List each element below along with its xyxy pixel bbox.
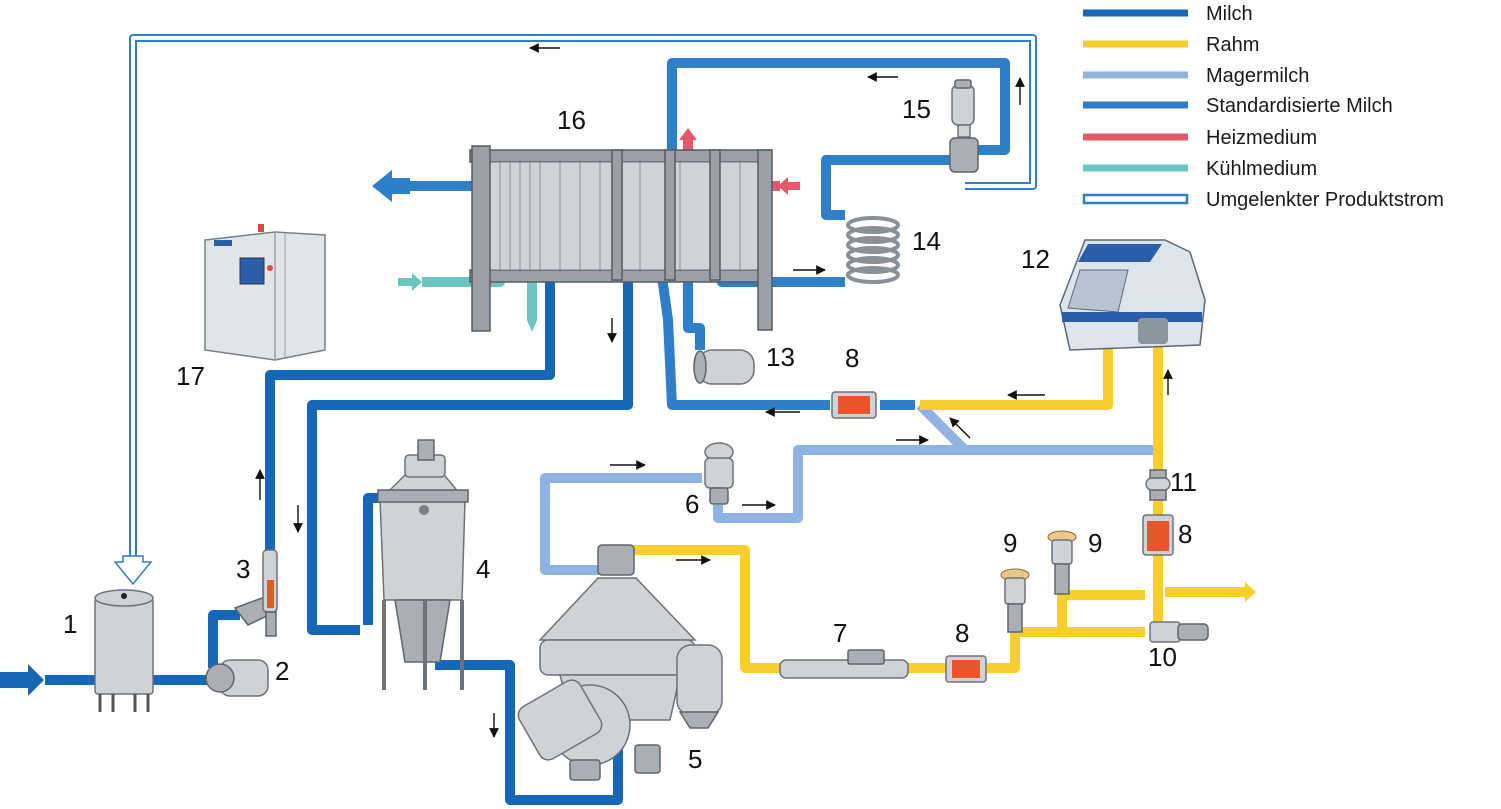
centrifugal-separator (517, 544, 723, 781)
cream-separator-out-pipe (630, 545, 780, 673)
legend-label-standardized: Standardisierte Milch (1206, 95, 1393, 117)
std-milk-outlet-arrow (372, 170, 410, 202)
label-8-std: 8 (845, 343, 859, 373)
dir-arrow (949, 417, 971, 439)
label-17: 17 (176, 361, 205, 391)
label-16: 16 (557, 105, 586, 135)
skim-to-mixing-pipe (916, 401, 969, 454)
diverted-arrow-head (113, 555, 153, 586)
label-9a: 9 (1003, 528, 1017, 558)
holding-tube-coil (846, 216, 900, 284)
control-panel (204, 224, 326, 361)
label-4: 4 (476, 554, 490, 584)
regulating-valve-9a (1000, 568, 1030, 633)
cooling-inlet-arrow (398, 273, 422, 291)
label-15: 15 (902, 94, 931, 124)
legend-label-cooling: Kühlmedium (1206, 158, 1317, 180)
heating-outlet-arrow (679, 128, 697, 140)
label-2: 2 (275, 656, 289, 686)
deaerator-side-pipe (363, 493, 382, 625)
heating-inlet-arrow (778, 177, 800, 195)
legend-label-diverted: Umgelenkter Produktstrom (1206, 189, 1444, 211)
legend-swatch-diverted (1082, 193, 1189, 205)
label-12: 12 (1021, 244, 1050, 274)
flowmeter-8-cream (945, 655, 987, 683)
phe-to-tank13-pipe (683, 280, 705, 350)
milk-to-phe-pipe (265, 255, 555, 600)
regulating-valve-9b (1047, 530, 1077, 595)
flowmeter-8-right (1142, 514, 1174, 556)
flow-controller (233, 549, 278, 637)
cream-outlet-arrow (1240, 582, 1256, 602)
skim-separator-to-valve6-pipe (540, 473, 702, 575)
milk-inlet-arrow (0, 664, 44, 696)
label-6: 6 (685, 489, 699, 519)
holding-to-valve15-pipe (821, 155, 950, 220)
check-valve (1145, 469, 1171, 501)
label-14: 14 (912, 226, 941, 256)
vacuum-deaerator (377, 439, 469, 690)
plate-heat-exchanger (469, 145, 773, 332)
label-11: 11 (1170, 467, 1197, 497)
cream-valve9b-pipe (1057, 590, 1145, 632)
label-8-right: 8 (1178, 519, 1192, 549)
cooling-outlet-arrow (527, 320, 537, 332)
label-10: 10 (1148, 642, 1177, 672)
cream-analyzer-return-pipe (920, 330, 1113, 410)
flowmeter-8-std (831, 391, 877, 419)
milk-deaerator-to-separator-pipe (435, 660, 623, 805)
valve15-return-pipe (667, 58, 1010, 186)
milk-phe-to-deaerator-pipe (307, 270, 633, 635)
equipment-labels: 1 2 3 4 5 6 7 8 8 8 9 9 10 11 12 13 14 1… (63, 94, 1197, 774)
shut-off-valve (1149, 621, 1209, 643)
label-3: 3 (236, 554, 250, 584)
cream-after-flowmeter-pipe (985, 627, 1145, 673)
legend-label-milk: Milch (1206, 3, 1253, 25)
constant-pressure-valve (704, 442, 734, 505)
legend-label-cream: Rahm (1206, 34, 1259, 56)
legend: Milch Rahm Magermilch Standardisierte Mi… (1082, 3, 1444, 211)
label-5: 5 (688, 744, 702, 774)
skim-valve6-out-pipe (713, 445, 1155, 523)
legend-label-heating: Heizmedium (1206, 127, 1317, 149)
flow-diversion-valve (949, 79, 979, 173)
flow-arrows (0, 43, 1256, 738)
legend-label-skim: Magermilch (1206, 65, 1309, 87)
label-1: 1 (63, 609, 77, 639)
balance-tank (94, 589, 154, 712)
inline-analyzer (1059, 239, 1206, 351)
centrifugal-pump (205, 659, 269, 697)
label-7: 7 (833, 618, 847, 648)
label-8-cream: 8 (955, 618, 969, 648)
diverted-flow-pipe-inner (131, 36, 1035, 558)
cream-flow-transmitter (779, 649, 909, 679)
milk-pump-to-controller-pipe (208, 610, 240, 668)
label-9b: 9 (1088, 528, 1102, 558)
label-13: 13 (766, 342, 795, 372)
product-tank-13 (693, 349, 755, 385)
